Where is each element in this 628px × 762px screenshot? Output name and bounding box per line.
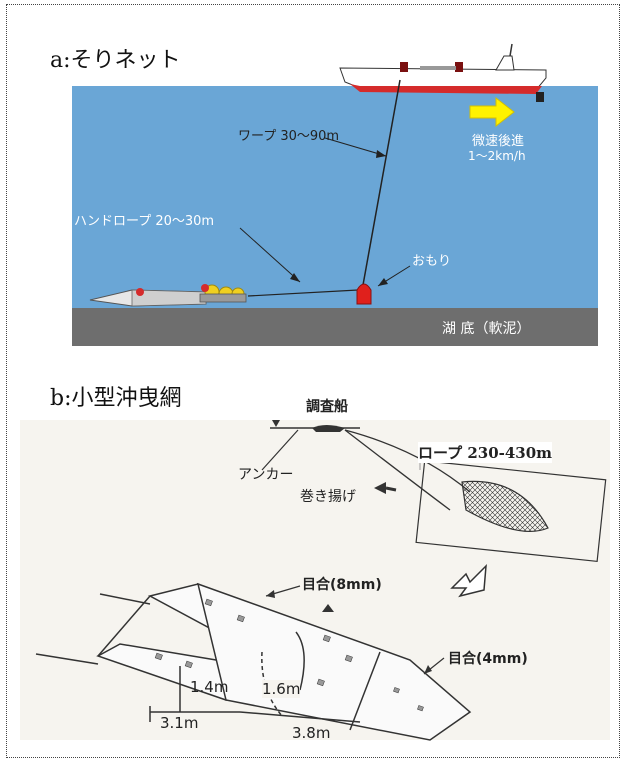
sled-net-icon	[89, 284, 247, 307]
trawl-net-icon	[35, 582, 472, 741]
tow-rope	[344, 429, 471, 493]
mesh-4mm-label: 目合(4mm)	[448, 651, 528, 667]
mesh-patches	[154, 598, 424, 712]
anchor-label: アンカー	[238, 467, 294, 483]
dimension-3-8m: 3.8m	[292, 724, 331, 742]
inset-box	[415, 460, 607, 563]
survey-ship-icon	[312, 425, 345, 432]
weight-label: おもり	[412, 254, 452, 269]
hand-rope-label: ハンドロープ 20〜30m	[74, 214, 215, 229]
warp-label: ワープ 30〜90m	[238, 129, 340, 144]
survey-ship-label: 調査船	[306, 399, 348, 415]
rope-label: ロープ 230-430m	[418, 442, 553, 463]
weight-icon	[356, 283, 372, 305]
lake-bottom	[72, 308, 598, 346]
inset-net-icon	[461, 480, 549, 533]
haul-label: 巻き揚げ	[300, 489, 356, 505]
panel-a-title: a:そりネット	[50, 48, 181, 73]
mesh-8mm-label: 目合(8mm)	[302, 577, 382, 593]
dimension-1-4m: 1.4m	[190, 678, 229, 696]
zoom-arrow-icon	[450, 564, 487, 598]
direction-arrow-icon	[469, 96, 515, 128]
ship-icon	[339, 43, 547, 102]
dimension-3-1m: 3.1m	[160, 714, 199, 732]
anchor-line	[261, 429, 299, 471]
dimension-1-6m: 1.6m	[262, 680, 301, 698]
lake-bottom-label: 湖 底（軟泥）	[442, 321, 531, 337]
panel-b-title: b:小型沖曳網	[50, 386, 182, 411]
water-area	[72, 86, 598, 308]
panel-a-illustration	[72, 43, 598, 346]
speed-label: 1〜2km/h	[468, 149, 526, 163]
warp-line	[362, 79, 401, 286]
haul-arrow-icon	[374, 482, 386, 494]
figure-frame	[6, 4, 620, 758]
hand-rope-line	[247, 289, 359, 297]
slow-reverse-label: 微速後進	[472, 134, 525, 149]
